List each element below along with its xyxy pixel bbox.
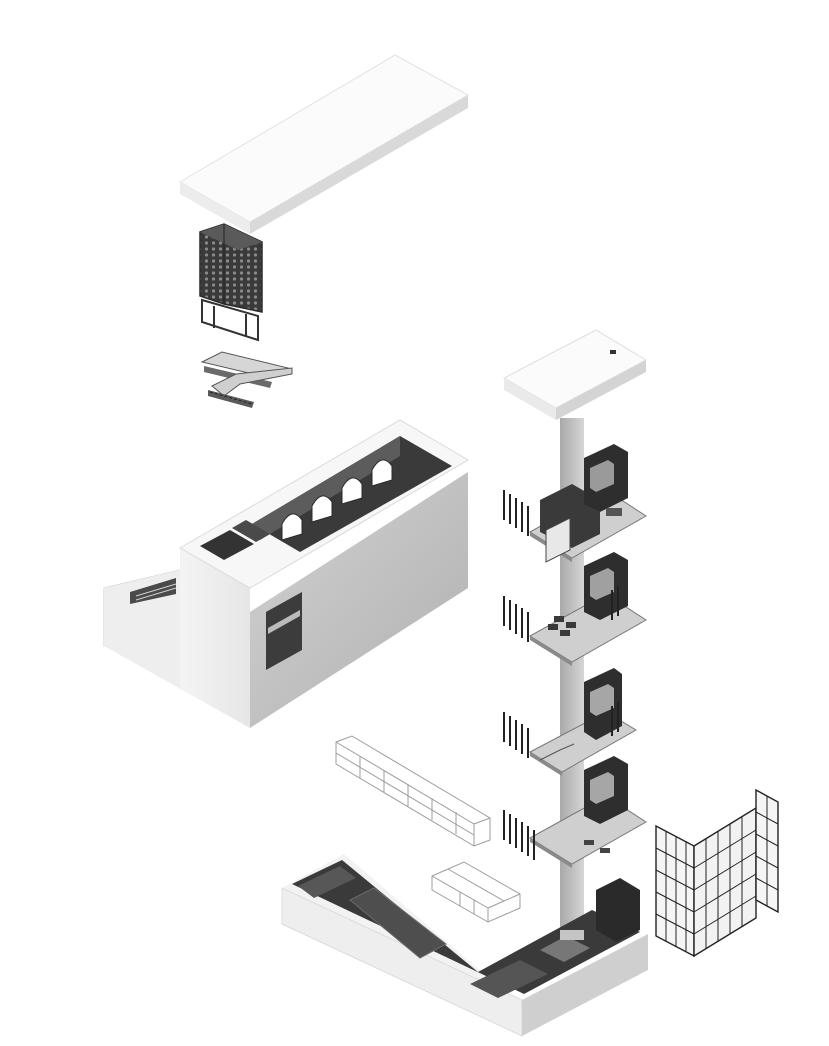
base-plinth [281,854,648,1037]
tower-floor [503,552,647,666]
roof-slab-large [179,54,470,234]
tower-floor [503,756,647,868]
tower-floor [503,444,647,563]
tower-floor [503,668,637,776]
perforated-brick-screen [199,223,263,342]
arched-volume [103,419,469,728]
wire-shelf-long [335,735,491,847]
curtain-grid-screen [655,788,779,958]
roof-slab-small [502,329,648,420]
wire-shelf-short [431,861,521,923]
stair-flight [200,351,293,408]
